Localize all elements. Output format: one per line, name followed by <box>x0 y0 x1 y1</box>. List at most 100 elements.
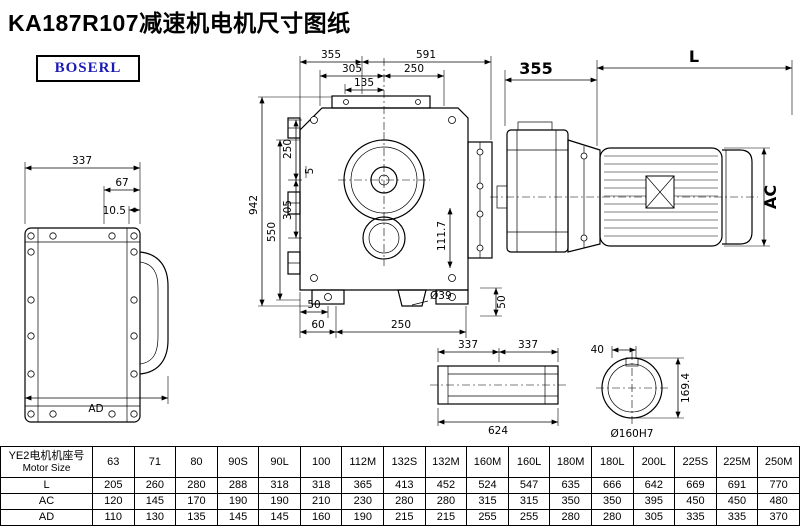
frame-size-column-header: 225S <box>674 446 717 478</box>
dim-label-135: 135 <box>354 77 374 89</box>
dimension-cell: 280 <box>549 509 592 526</box>
dim-label-L: L <box>689 47 699 66</box>
motor-size-header-en: Motor Size <box>22 462 71 474</box>
dim-label-111-7: 111.7 <box>436 221 448 251</box>
dimension-cell: 335 <box>674 509 717 526</box>
dim-label-40: 40 <box>591 344 604 356</box>
frame-size-column-header: 100 <box>299 446 343 478</box>
frame-size-column-header: 112M <box>341 446 385 478</box>
dim-label-ad: AD <box>88 403 103 415</box>
frame-size-column-header: 250M <box>757 446 800 478</box>
main-front-view <box>287 95 493 307</box>
left-view-dimensions: 337 67 10.5 AD <box>24 155 169 415</box>
dim-label-250-bottom: 250 <box>391 319 411 331</box>
dim-label-60: 60 <box>311 319 324 331</box>
dimension-cell: 130 <box>133 509 177 526</box>
dimension-cell: 691 <box>715 477 759 494</box>
dimension-cell: 135 <box>175 509 218 526</box>
dimension-cell: 280 <box>383 493 426 510</box>
dim-label-250-left: 250 <box>282 139 294 159</box>
left-side-view <box>24 227 169 423</box>
shaft-view-dimensions: 337 337 624 <box>437 339 559 437</box>
main-view-dimensions: 355 591 305 250 135 250 5 305 550 <box>248 49 508 338</box>
dimension-cell: 635 <box>549 477 592 494</box>
dimension-cell: 110 <box>92 509 135 526</box>
dimension-cell: 260 <box>133 477 177 494</box>
dim-label-dia-160h7: Ø160H7 <box>611 428 654 440</box>
dimension-cell: 524 <box>466 477 509 494</box>
dim-label-50-bottom-right: 50 <box>496 295 508 308</box>
dimension-cell: 210 <box>299 493 343 510</box>
dimension-cell: 666 <box>590 477 634 494</box>
frame-size-column-header: 63 <box>92 446 135 478</box>
dim-label-355-motor: 355 <box>519 59 552 78</box>
frame-size-column-header: 90S <box>216 446 260 478</box>
dimension-cell: 190 <box>341 509 385 526</box>
frame-size-column-header: 160L <box>507 446 551 478</box>
dim-label-355-main: 355 <box>321 49 341 61</box>
dim-label-337-shaft-b: 337 <box>518 339 538 351</box>
dimension-cell: 450 <box>674 493 717 510</box>
frame-size-column-header: 225M <box>715 446 759 478</box>
dimension-cell: 205 <box>92 477 135 494</box>
dimension-cell: 318 <box>299 477 343 494</box>
dim-label-591: 591 <box>416 49 436 61</box>
dim-label-337-shaft-a: 337 <box>458 339 478 351</box>
row-label: AD <box>0 509 93 526</box>
dimension-cell: 335 <box>715 509 759 526</box>
dimension-cell: 480 <box>757 493 800 510</box>
dimension-cell: 288 <box>216 477 260 494</box>
dim-label-5: 5 <box>304 168 316 175</box>
dimension-cell: 452 <box>424 477 468 494</box>
dimension-cell: 190 <box>216 493 260 510</box>
dimension-cell: 642 <box>632 477 676 494</box>
dim-label-305-left: 305 <box>282 200 294 220</box>
bore-view-dimensions: 40 169.4 Ø160H7 <box>591 344 692 440</box>
dimension-cell: 190 <box>258 493 301 510</box>
frame-size-column-header: 132M <box>424 446 468 478</box>
dim-label-305-top: 305 <box>342 63 362 75</box>
motor-assembly-view <box>490 121 758 253</box>
frame-size-column-header: 132S <box>383 446 426 478</box>
dim-label-169-4: 169.4 <box>680 373 692 403</box>
technical-drawing: 337 67 10.5 AD <box>24 47 793 440</box>
dim-label-337-left: 337 <box>72 155 92 167</box>
dimension-cell: 370 <box>757 509 800 526</box>
frame-size-column-header: 71 <box>133 446 177 478</box>
dimension-cell: 280 <box>424 493 468 510</box>
dimension-cell: 120 <box>92 493 135 510</box>
frame-size-column-header: 180M <box>549 446 592 478</box>
dimension-cell: 145 <box>133 493 177 510</box>
dim-label-AC: AC <box>761 185 780 209</box>
dimension-cell: 350 <box>590 493 634 510</box>
dimension-cell: 145 <box>216 509 260 526</box>
dimension-cell: 280 <box>590 509 634 526</box>
dimension-cell: 215 <box>383 509 426 526</box>
dimension-cell: 547 <box>507 477 551 494</box>
frame-size-column-header: 180L <box>590 446 634 478</box>
motor-size-header-cn: YE2电机机座号 <box>8 449 85 462</box>
dimension-cell: 230 <box>341 493 385 510</box>
row-label: AC <box>0 493 93 510</box>
dimension-cell: 145 <box>258 509 301 526</box>
dimension-cell: 315 <box>507 493 551 510</box>
dim-label-250-top: 250 <box>404 63 424 75</box>
dim-label-67: 67 <box>115 177 128 189</box>
dim-label-dia-39: Ø39 <box>430 290 452 302</box>
dimension-cell: 395 <box>632 493 676 510</box>
dim-label-942: 942 <box>248 195 260 215</box>
frame-size-column-header: 160M <box>466 446 509 478</box>
dimension-cell: 255 <box>507 509 551 526</box>
dimension-cell: 365 <box>341 477 385 494</box>
dim-label-50-bottom-left: 50 <box>307 299 320 311</box>
frame-size-column-header: 80 <box>175 446 218 478</box>
dimension-cell: 160 <box>299 509 343 526</box>
motor-view-dimensions: 355 L AC <box>504 47 793 247</box>
dimension-cell: 669 <box>674 477 717 494</box>
dimension-cell: 280 <box>175 477 218 494</box>
dim-label-624: 624 <box>488 425 508 437</box>
